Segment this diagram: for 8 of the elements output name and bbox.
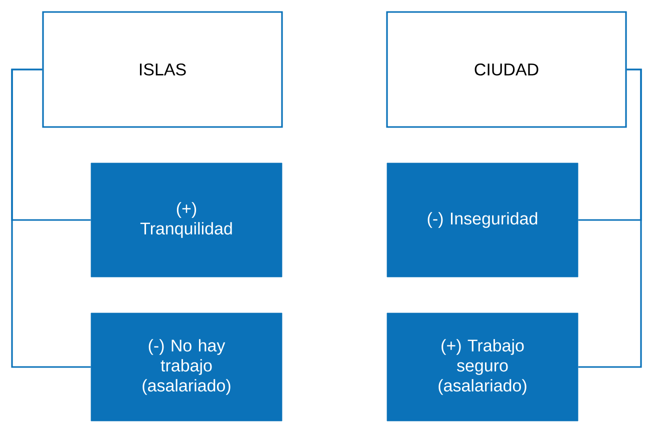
connector-line [11,68,91,368]
text-box: (-) Inseguridad [386,162,578,278]
text-box: (-) No hay trabajo (asalariado) [90,312,282,422]
connector-line [578,68,642,368]
heading-box: CIUDAD [386,11,627,128]
text-box: (+) Tranquilidad [90,162,282,278]
text-box: (+) Trabajo seguro (asalariado) [386,312,578,422]
heading-box: ISLAS [42,11,283,128]
